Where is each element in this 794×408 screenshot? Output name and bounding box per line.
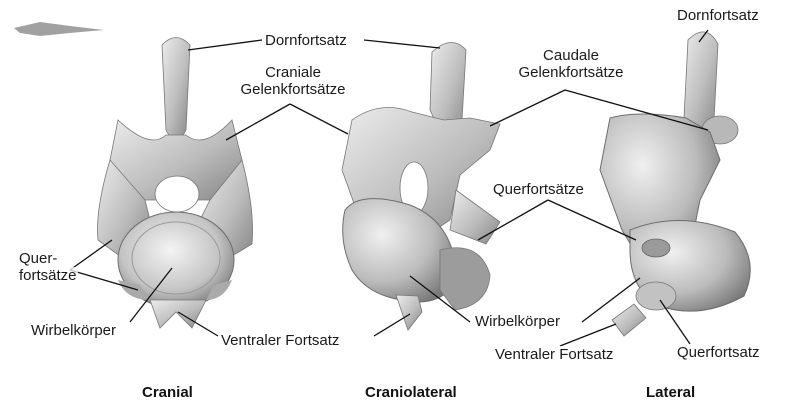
label-caudale-line1: Caudale bbox=[500, 47, 642, 64]
caption-craniolateral: Craniolateral bbox=[365, 384, 457, 401]
vertebra-craniolateral-view bbox=[342, 42, 500, 330]
label-quer-line1: Quer- bbox=[18, 250, 58, 267]
label-craniale-line2: Gelenkfortsätze bbox=[222, 81, 364, 98]
caption-cranial: Cranial bbox=[142, 384, 193, 401]
label-querfortsaetze: Querfortsätze bbox=[492, 181, 585, 198]
label-craniale-line1: Craniale bbox=[222, 64, 364, 81]
label-quer-line2: fortsätze bbox=[18, 267, 78, 284]
label-wirbelkoerper-cranial: Wirbelkörper bbox=[30, 322, 117, 339]
label-dornfortsatz-cranial: Dornfortsatz bbox=[264, 32, 348, 49]
caption-lateral: Lateral bbox=[646, 384, 695, 401]
label-ventraler-fortsatz-1: Ventraler Fortsatz bbox=[220, 332, 340, 349]
label-ventraler-fortsatz-2: Ventraler Fortsatz bbox=[494, 346, 614, 363]
label-wirbelkoerper-craniolateral: Wirbelkörper bbox=[474, 313, 561, 330]
label-querfortsatz: Querfortsatz bbox=[676, 344, 761, 361]
label-caudale-line2: Gelenkfortsätze bbox=[500, 64, 642, 81]
logo-mark bbox=[14, 22, 104, 36]
label-dornfortsatz-lateral: Dornfortsatz bbox=[676, 7, 760, 24]
